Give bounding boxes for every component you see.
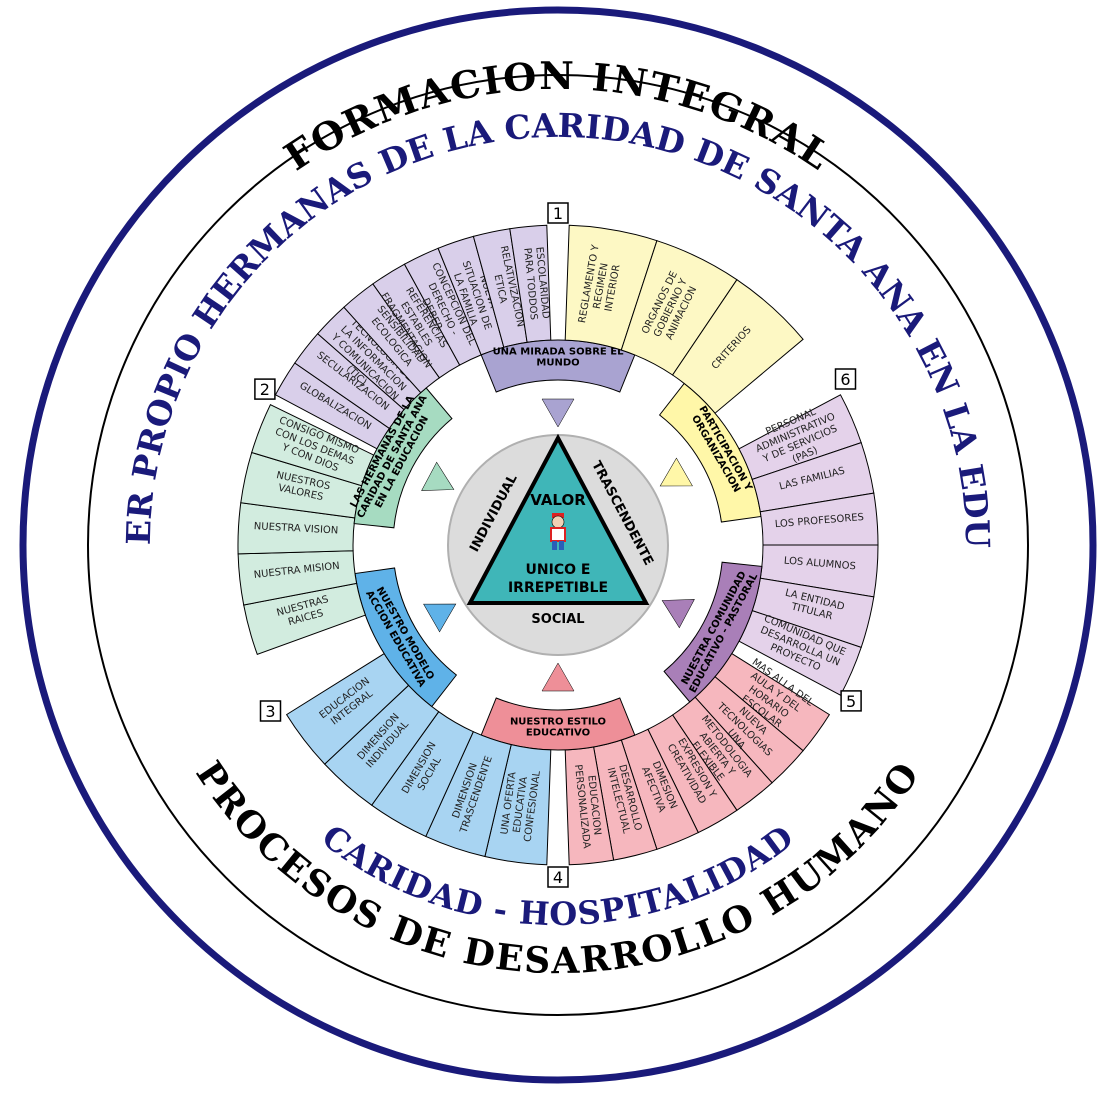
sector-arrow xyxy=(659,457,693,487)
sector-label-band xyxy=(353,387,453,529)
sector-number-box xyxy=(840,690,862,712)
sector-number: 4 xyxy=(553,868,563,887)
sector-number: 6 xyxy=(840,370,850,389)
sector-arrow xyxy=(423,603,457,633)
sector-item-label: NUESTRA VISION xyxy=(254,521,339,536)
center-social: SOCIAL xyxy=(531,612,584,627)
sector-arrow xyxy=(421,461,455,491)
sector-number-box xyxy=(547,866,569,888)
sector-number-box xyxy=(547,202,569,224)
sector-number: 1 xyxy=(553,204,563,223)
sector-item-band xyxy=(671,279,804,414)
sector-arrow xyxy=(541,398,575,428)
center-unique-1: UNICO E xyxy=(526,562,591,578)
center-unique-2: IRREPETIBLE xyxy=(508,580,608,596)
sector-number-box xyxy=(834,368,857,390)
sector-number-box xyxy=(254,378,276,400)
sector-number: 2 xyxy=(260,380,270,399)
sector-arrow xyxy=(541,662,575,692)
sector-item-label: CONSIGO MISMOCON LOS DEMASY CON DIOS xyxy=(269,415,361,479)
sector-arrow xyxy=(661,599,695,629)
sector-3: UNA OFERTAEDUCATIVACONFESIONALDIMENSIONT… xyxy=(259,567,552,866)
sector-number: 5 xyxy=(846,692,856,711)
child-figure-icon xyxy=(550,513,566,550)
sector-1: GLOBALIZACIONSECULARIZACIONINFLUJO DE LA… xyxy=(274,202,636,450)
center-value: VALOR xyxy=(530,491,586,509)
sector-number-box xyxy=(259,700,282,722)
sector-number: 3 xyxy=(265,702,275,721)
